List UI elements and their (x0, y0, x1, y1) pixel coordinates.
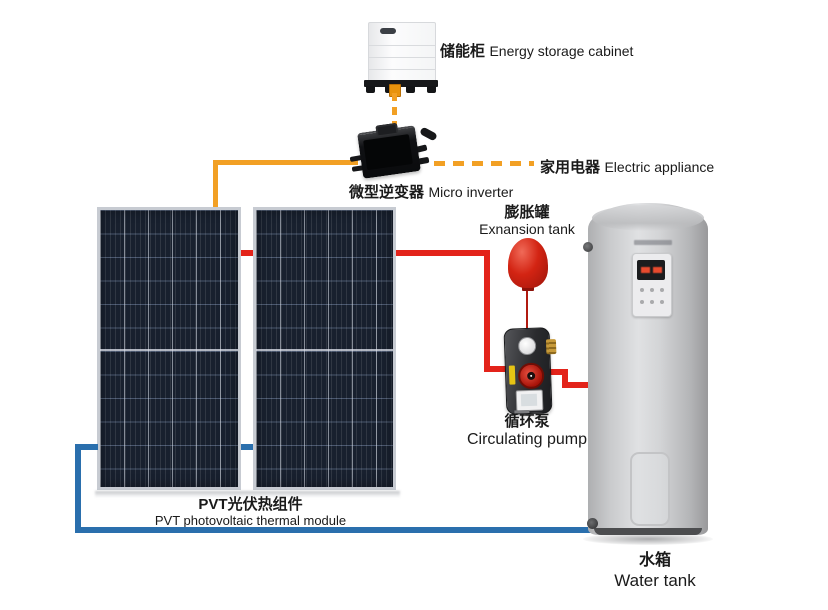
cabinet-base (364, 80, 438, 87)
pvt-panel-right (253, 207, 396, 490)
wire-panel-to-inverter-horizontal (213, 160, 358, 165)
pump-fitting (545, 339, 557, 355)
circulating-pump-label: 循环泵 Circulating pump (442, 413, 612, 449)
expansion-tank-label-en: Exnansion tank (479, 221, 575, 237)
water-tank-label-zh: 水箱 (638, 552, 671, 569)
hot-pipe-panel-to-pump-horizontal (396, 250, 490, 256)
tank-base (594, 528, 702, 535)
pvt-panel-left (97, 207, 241, 490)
cold-pipe-bottom-to-tank (75, 527, 594, 533)
cabinet-foot (406, 86, 415, 93)
tank-fitting-left (583, 242, 593, 252)
water-tank (588, 203, 708, 535)
electric-appliance-label-en: Electric appliance (604, 159, 715, 175)
expansion-tank-label: 膨胀罐 Exnansion tank (452, 204, 602, 238)
micro-inverter-label: 微型逆变器 Micro inverter (349, 181, 513, 202)
tank-control-panel (632, 253, 672, 317)
hot-pipe-pump-to-tank-3 (562, 382, 591, 388)
pump-rotor-dot (530, 374, 533, 377)
cabinet-seam (369, 57, 435, 58)
tank-button (650, 300, 654, 304)
cold-pipe-panel-connector (241, 444, 253, 450)
hot-pipe-pump-to-tank-2 (562, 369, 568, 388)
tank-shadow (583, 533, 713, 545)
cabinet-foot (427, 86, 436, 93)
cabinet-handle (380, 28, 396, 34)
tank-dome (592, 205, 704, 231)
tank-button (650, 288, 654, 292)
expansion-tank-label-zh: 膨胀罐 (504, 204, 550, 221)
cold-pipe-panel-to-left (75, 444, 98, 450)
inverter-handle (375, 122, 399, 136)
electric-appliance-label-zh: 家用电器 (540, 159, 601, 176)
pump-display (515, 389, 544, 412)
electric-appliance-label: 家用电器 Electric appliance (540, 156, 714, 177)
cold-pipe-vertical (75, 444, 81, 533)
hot-pipe-pump-to-tank-1 (546, 369, 567, 375)
tank-button (640, 300, 644, 304)
tank-display-digit (653, 267, 662, 273)
hot-pipe-into-pump (484, 366, 507, 372)
tank-display-digit (641, 267, 650, 273)
cabinet-seam (369, 45, 435, 46)
pvt-module-label: PVT光伏热组件 PVT photovoltaic thermal module (128, 496, 373, 528)
circulating-pump-label-zh: 循环泵 (504, 413, 550, 430)
micro-inverter-label-zh: 微型逆变器 (349, 184, 425, 201)
micro-inverter-label-en: Micro inverter (428, 184, 514, 200)
micro-inverter (357, 122, 421, 179)
circulating-pump (503, 327, 557, 415)
tank-button (660, 288, 664, 292)
pvt-module-label-zh: PVT光伏热组件 (198, 496, 303, 513)
expansion-tank-stem (526, 290, 528, 330)
tank-fitting-bottom (587, 518, 598, 529)
inverter-cable (419, 126, 438, 142)
water-tank-label-en: Water tank (614, 571, 696, 590)
tank-brand-strip (634, 240, 672, 245)
storage-cabinet-label-en: Energy storage cabinet (489, 43, 634, 59)
expansion-tank (508, 238, 548, 288)
storage-cabinet-label: 储能柜 Energy storage cabinet (440, 40, 633, 61)
wire-inverter-to-appliance (434, 161, 534, 166)
storage-cabinet-label-zh: 储能柜 (440, 43, 486, 60)
energy-storage-cabinet (368, 22, 436, 82)
pvt-module-label-en: PVT photovoltaic thermal module (154, 513, 347, 528)
water-tank-label: 水箱 Water tank (575, 551, 735, 591)
tank-button (640, 288, 644, 292)
wire-inverter-to-cabinet (392, 93, 397, 127)
pump-stripe (508, 365, 516, 385)
cabinet-seam (369, 69, 435, 70)
tank-button (660, 300, 664, 304)
cabinet-foot (366, 86, 375, 93)
tank-access-hatch (630, 452, 670, 526)
wire-panel-to-inverter-vertical (213, 160, 218, 207)
pump-gauge (517, 336, 537, 356)
hot-pipe-panel-connector (241, 250, 253, 256)
circulating-pump-label-en: Circulating pump (466, 431, 588, 448)
panel-shadow (95, 491, 400, 498)
hot-pipe-panel-to-pump-vertical (484, 250, 490, 372)
tank-display (637, 260, 665, 280)
expansion-tank-collar (522, 286, 534, 291)
pump-display-screen (520, 393, 538, 407)
inverter-face (363, 134, 413, 171)
pump-rotor (517, 362, 545, 390)
